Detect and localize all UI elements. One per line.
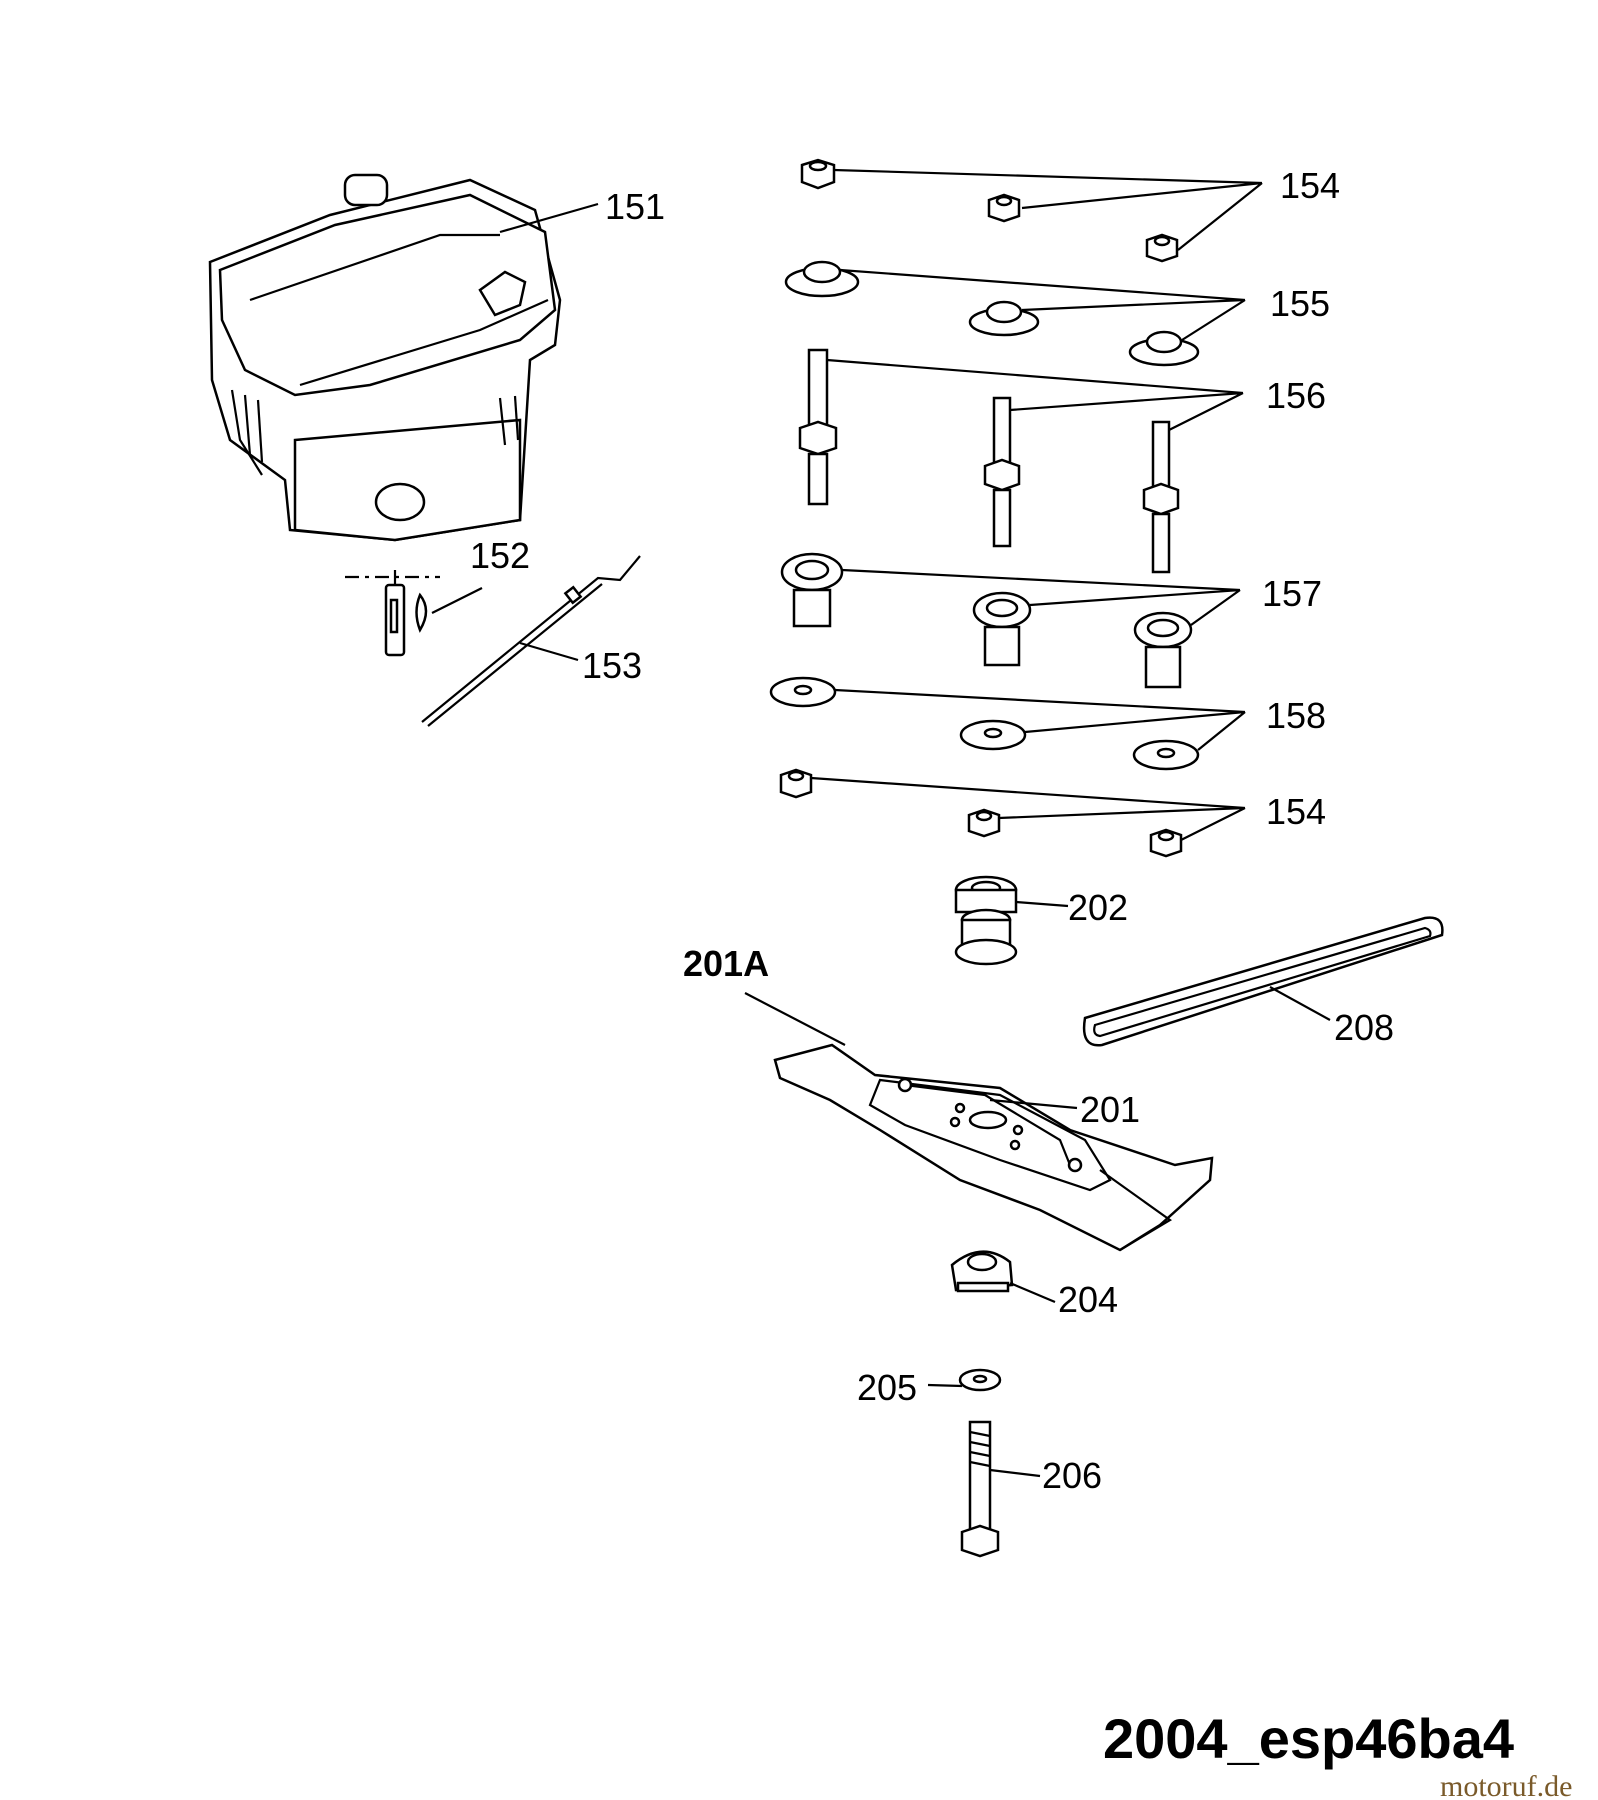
leader-line-201A (744, 992, 846, 1046)
callout-151[interactable]: 151 (605, 186, 665, 227)
leader-lines-156 (826, 358, 1244, 431)
stud-bolt-part-156[interactable] (798, 348, 1180, 574)
pulley-part-202[interactable] (954, 875, 1018, 966)
leader-lines-155 (839, 268, 1246, 341)
callout-208[interactable]: 208 (1334, 1007, 1394, 1048)
leader-line-152 (431, 587, 483, 614)
shaft-key-part-152[interactable] (345, 570, 440, 657)
nut-part-154-top[interactable] (800, 158, 1179, 263)
blade-bolt-part-206[interactable] (960, 1420, 1000, 1558)
leader-line-202 (1015, 900, 1069, 908)
engine-part-151[interactable] (208, 173, 562, 542)
leader-line-205 (927, 1383, 963, 1388)
spacer-part-155[interactable] (784, 260, 1200, 367)
mower-blade-part-201[interactable] (773, 1043, 1214, 1252)
leader-lines-154-top (833, 168, 1263, 251)
callout-201A[interactable]: 201A (683, 943, 769, 984)
callout-156[interactable]: 156 (1266, 375, 1326, 416)
callout-206[interactable]: 206 (1042, 1455, 1102, 1496)
callout-201[interactable]: 201 (1080, 1089, 1140, 1130)
leader-lines-158 (834, 688, 1246, 751)
callout-155[interactable]: 155 (1270, 283, 1330, 324)
blade-adapter-part-204[interactable] (950, 1250, 1014, 1293)
bushing-part-157[interactable] (780, 552, 1193, 689)
washer-part-205[interactable] (958, 1368, 1002, 1392)
callout-153[interactable]: 153 (582, 645, 642, 686)
leader-line-201 (989, 1098, 1078, 1110)
leader-line-151 (499, 202, 599, 234)
leader-line-204 (1009, 1281, 1056, 1304)
callout-157[interactable]: 157 (1262, 573, 1322, 614)
watermark-logo: motoruf.de (1440, 1770, 1572, 1800)
throttle-rod-part-153[interactable] (421, 555, 641, 727)
leader-line-208 (1269, 986, 1331, 1021)
leader-line-206 (989, 1468, 1041, 1478)
callout-154-bottom[interactable]: 154 (1266, 791, 1326, 832)
washer-part-158[interactable] (769, 676, 1200, 771)
callout-158[interactable]: 158 (1266, 695, 1326, 736)
callout-152[interactable]: 152 (470, 535, 530, 576)
callout-205[interactable]: 205 (857, 1367, 917, 1408)
leader-lines-154-bottom (810, 776, 1246, 841)
drive-belt-part-208[interactable] (1082, 916, 1444, 1047)
callout-204[interactable]: 204 (1058, 1279, 1118, 1320)
leader-lines-157 (841, 568, 1241, 626)
callout-202[interactable]: 202 (1068, 887, 1128, 928)
nut-part-154-bottom[interactable] (779, 768, 1183, 858)
diagram-code: 2004_esp46ba4 (1103, 1707, 1514, 1770)
leader-line-153 (519, 641, 579, 662)
callout-154-top[interactable]: 154 (1280, 165, 1340, 206)
